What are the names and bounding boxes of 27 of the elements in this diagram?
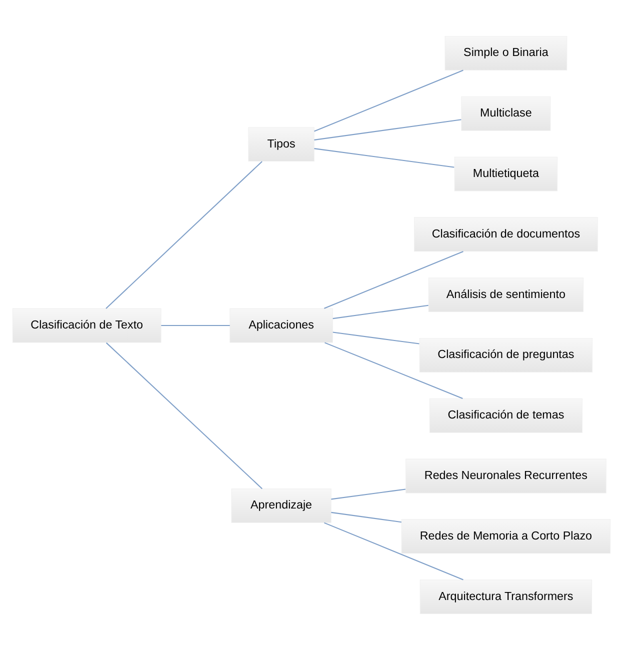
connector xyxy=(324,250,464,309)
connector xyxy=(332,304,428,320)
node-box: Clasificación de Texto xyxy=(12,308,162,343)
connector xyxy=(106,342,262,490)
connector xyxy=(161,325,230,326)
node-box: Redes Neuronales Recurrentes xyxy=(406,458,606,494)
connector xyxy=(324,522,464,580)
node-box: Arquitectura Transformers xyxy=(420,580,592,614)
connector xyxy=(331,512,402,523)
node-box: Tipos xyxy=(248,127,314,162)
node-box: Aplicaciones xyxy=(230,308,333,343)
connector xyxy=(324,342,463,399)
connector xyxy=(314,119,462,140)
node-box: Clasificación de preguntas xyxy=(419,338,593,372)
connector xyxy=(331,488,406,500)
node-box: Multiclase xyxy=(461,96,551,131)
node-box: Simple o Binaria xyxy=(444,36,568,70)
node-box: Multietiqueta xyxy=(454,156,558,192)
node-box: Clasificación de temas xyxy=(429,398,582,433)
connector xyxy=(106,161,262,309)
connector xyxy=(332,332,420,344)
connector xyxy=(314,70,464,132)
node-box: Aprendizaje xyxy=(231,488,332,523)
node-box: Clasificación de documentos xyxy=(414,217,598,252)
node-box: Análisis de sentimiento xyxy=(428,278,584,312)
node-box: Redes de Memoria a Corto Plazo xyxy=(401,519,611,554)
connector xyxy=(314,148,454,168)
